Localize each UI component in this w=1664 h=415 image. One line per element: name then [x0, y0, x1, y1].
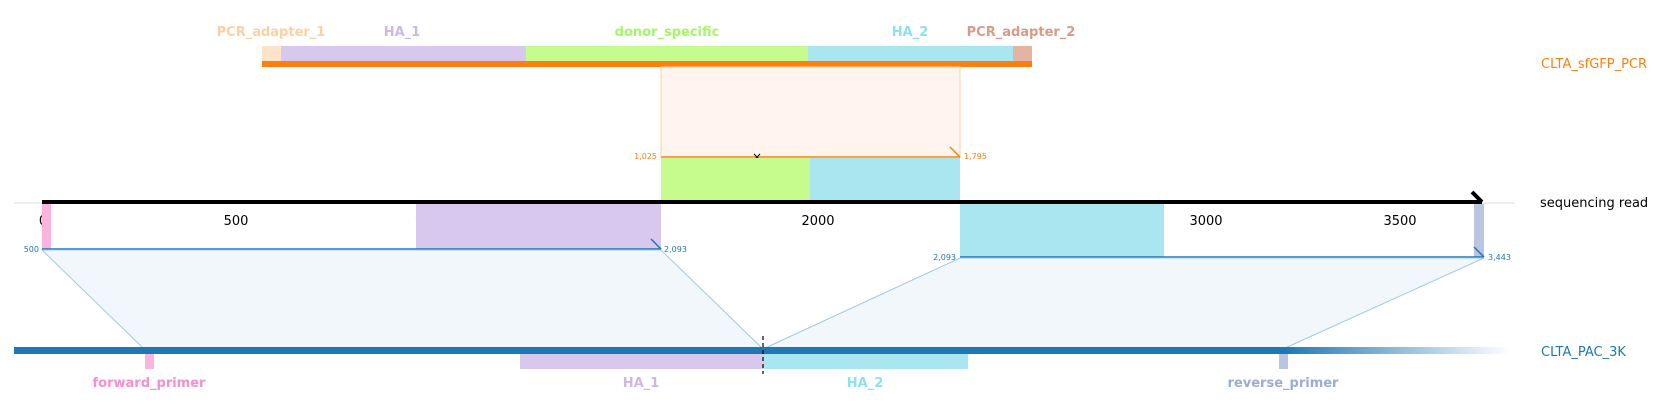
read-name: sequencing read — [1540, 196, 1648, 211]
target-alignment-2-end: 3,443 — [1488, 253, 1511, 262]
donor-feature-ha-1 — [281, 46, 526, 62]
axis-tick-label: 500 — [224, 214, 249, 229]
target-alignment-2-start: 2,093 — [933, 253, 956, 262]
target-label-forward-primer: forward_primer — [93, 376, 207, 391]
target-bar — [14, 347, 1284, 354]
axis-tick-label: 2000 — [801, 214, 834, 229]
donor-alignment-start: 1,025 — [634, 152, 657, 161]
target-label-reverse-primer: reverse_primer — [1228, 376, 1340, 391]
donor-label-donor-specific: donor_specific — [615, 25, 720, 40]
donor-reference: PCR_adapter_1 HA_1 donor_specific HA_2 P… — [217, 25, 1647, 72]
target-bar-fade — [1284, 347, 1510, 354]
target-alignment-2-arrow — [1473, 246, 1485, 258]
edit-marker-x: × — [752, 150, 762, 164]
donor-feature-pcr-adapter-1 — [262, 46, 281, 62]
read-arrow-head — [1470, 190, 1484, 204]
target-alignment-2-shade — [762, 257, 1485, 350]
target-feature-ha-2 — [763, 354, 968, 369]
read-target-alignment: 500 2,093 2,093 3,443 — [24, 204, 1511, 350]
donor-label-ha-2: HA_2 — [892, 25, 929, 40]
target-alignment-1-arrow — [650, 238, 662, 250]
donor-feature-donor-specific — [526, 46, 808, 62]
target-label-ha-1: HA_1 — [623, 376, 660, 391]
donor-name: CLTA_sfGFP_PCR — [1541, 57, 1647, 72]
axis-tick-label: 3500 — [1383, 214, 1416, 229]
target-feature-forward-primer — [145, 354, 154, 369]
donor-alignment-shade — [660, 66, 961, 158]
target-alignment-1-end: 2,093 — [664, 245, 687, 254]
target-label-ha-2: HA_2 — [847, 376, 884, 391]
donor-feature-pcr-adapter-2 — [1013, 46, 1032, 62]
read-aligned-donor-specific — [661, 158, 810, 201]
target-alignment-1-start: 500 — [24, 245, 39, 254]
donor-alignment-end: 1,795 — [964, 152, 987, 161]
read-aligned-ha-2-donor — [810, 158, 960, 201]
read-ha-2 — [960, 204, 1164, 257]
donor-alignment-arrow — [949, 146, 961, 158]
target-reference: forward_primer HA_1 HA_2 reverse_primer … — [14, 336, 1626, 391]
target-feature-reverse-primer — [1279, 354, 1288, 369]
axis-tick-label: 3000 — [1189, 214, 1222, 229]
read-reverse-primer — [1474, 204, 1484, 257]
target-feature-ha-1 — [520, 354, 763, 369]
donor-label-pcr-adapter-1: PCR_adapter_1 — [217, 25, 326, 40]
donor-bar — [262, 61, 1032, 67]
donor-label-ha-1: HA_1 — [384, 25, 421, 40]
donor-alignment: 1,025 1,795 × — [634, 66, 987, 201]
target-alignment-1-shade — [40, 249, 765, 350]
donor-label-pcr-adapter-2: PCR_adapter_2 — [967, 25, 1076, 40]
read-ha-1 — [416, 204, 661, 249]
target-name: CLTA_PAC_3K — [1541, 345, 1626, 360]
donor-feature-ha-2 — [808, 46, 1013, 62]
read-forward-primer — [42, 204, 51, 249]
read-axis-ticks: 0 500 1000 1500 2000 2500 3000 3500 — [39, 214, 1417, 229]
